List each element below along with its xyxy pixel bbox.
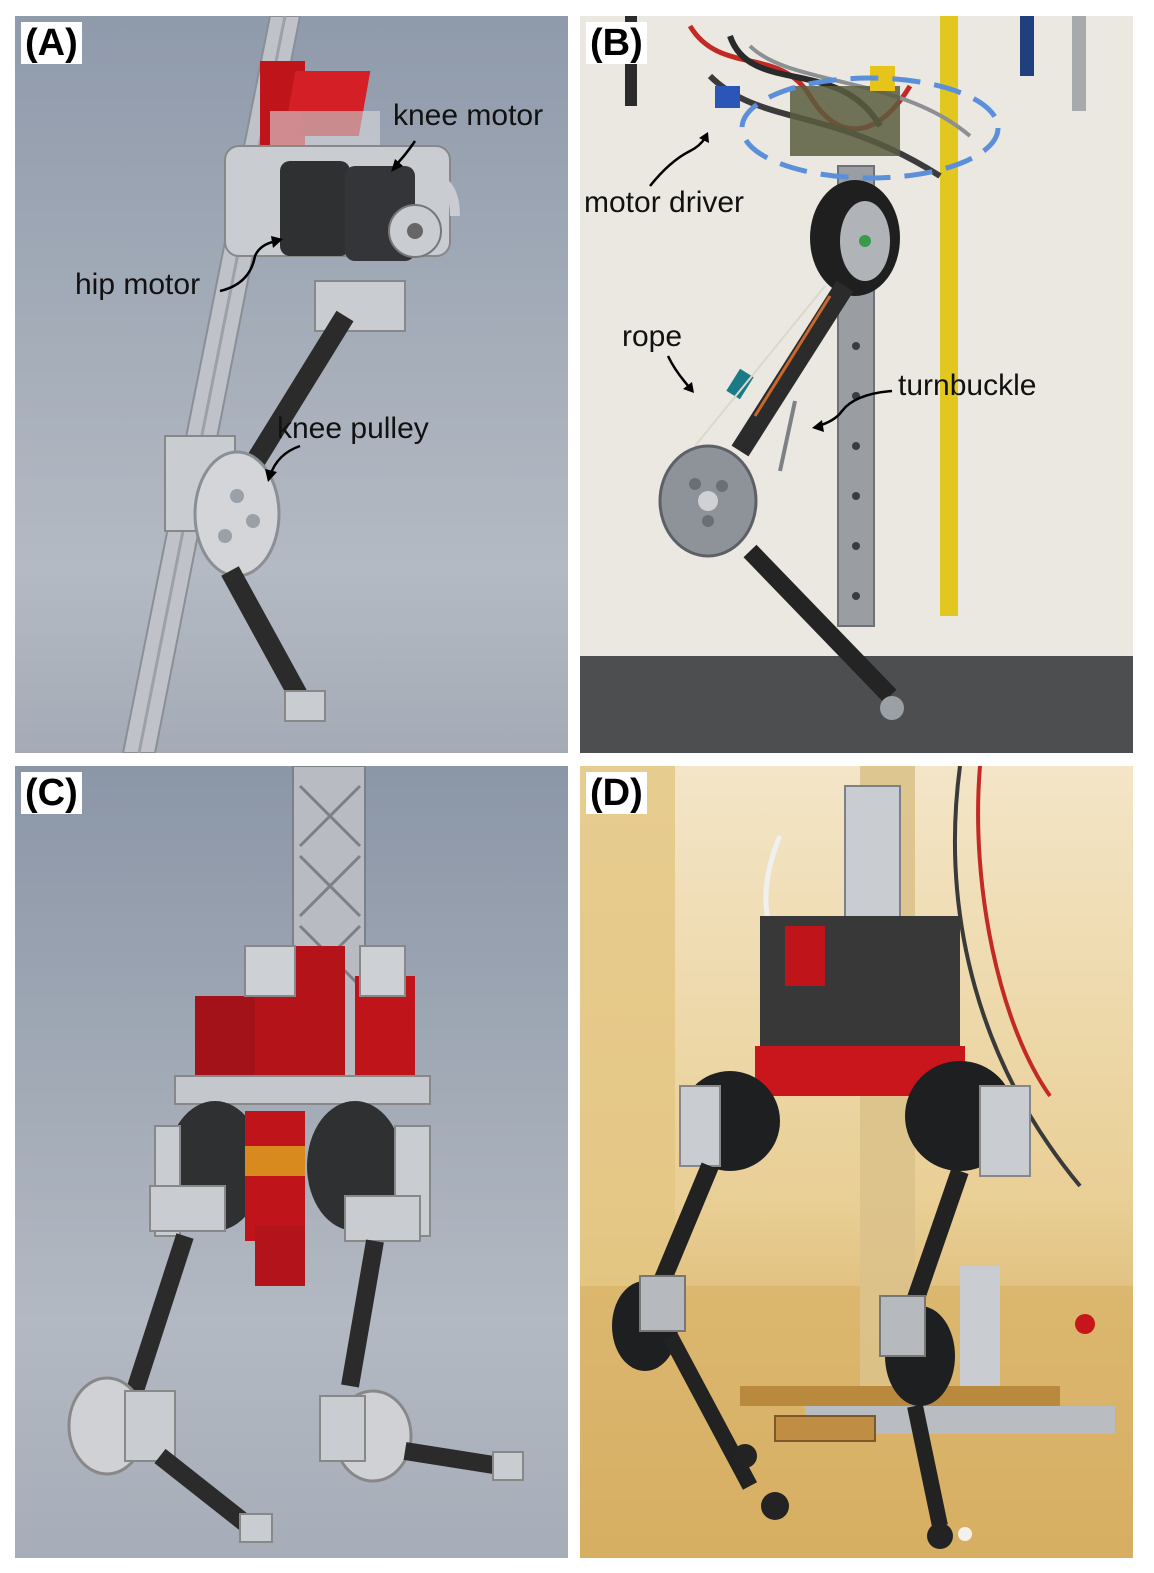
panel-d: (D)	[580, 766, 1133, 1558]
turnbuckle-callout: turnbuckle	[898, 369, 1037, 402]
thigh-tube	[731, 280, 854, 457]
right-shank-tube	[907, 1404, 948, 1528]
panel-d-label: (D)	[586, 772, 647, 814]
left-thigh-tube	[651, 1162, 719, 1290]
shank-tube	[743, 544, 897, 703]
panel-c-label: (C)	[21, 772, 82, 814]
knee-motor-callout: knee motor	[393, 99, 544, 132]
right-thigh-tube	[906, 1168, 969, 1304]
panel-b-photo	[580, 16, 1133, 753]
right-foot	[492, 1451, 524, 1481]
shank-tube	[221, 566, 312, 709]
panel-a-render	[15, 16, 568, 753]
rope	[694, 285, 826, 447]
panel-b-label: (B)	[586, 22, 647, 64]
panel-b: (B) motor driver rope turnbuckle	[580, 16, 1133, 753]
panel-a-label: (A)	[21, 22, 82, 64]
hip-motor-callout: hip motor	[75, 268, 201, 301]
motor-driver-arrow	[649, 137, 707, 187]
left-thigh-tube	[121, 1233, 194, 1409]
turnbuckle-arrow	[817, 389, 893, 428]
hip-motor-body	[280, 161, 350, 256]
motor-driver-highlight	[739, 75, 1001, 181]
turnbuckle	[778, 400, 797, 472]
hip-motor-arrow	[219, 239, 278, 293]
panel-c: (C)	[15, 766, 568, 1558]
thigh-tube	[231, 310, 354, 492]
rope-callout: rope	[622, 320, 683, 353]
right-shank-tube	[403, 1442, 502, 1475]
left-wheel	[761, 1492, 789, 1520]
rope-arrow	[666, 355, 691, 389]
left-foot	[239, 1513, 273, 1543]
panel-c-render	[15, 766, 568, 1558]
knee-pulley-callout: knee pulley	[277, 412, 429, 445]
motor-driver-callout: motor driver	[584, 186, 745, 219]
measuring-tape	[940, 16, 958, 616]
panel-a: (A) knee motor hip motor knee pulley	[15, 16, 568, 753]
foot	[284, 690, 326, 722]
right-wheel	[927, 1523, 953, 1549]
panel-d-photo	[580, 766, 1133, 1558]
foot	[880, 696, 904, 720]
right-thigh-tube	[341, 1239, 384, 1388]
